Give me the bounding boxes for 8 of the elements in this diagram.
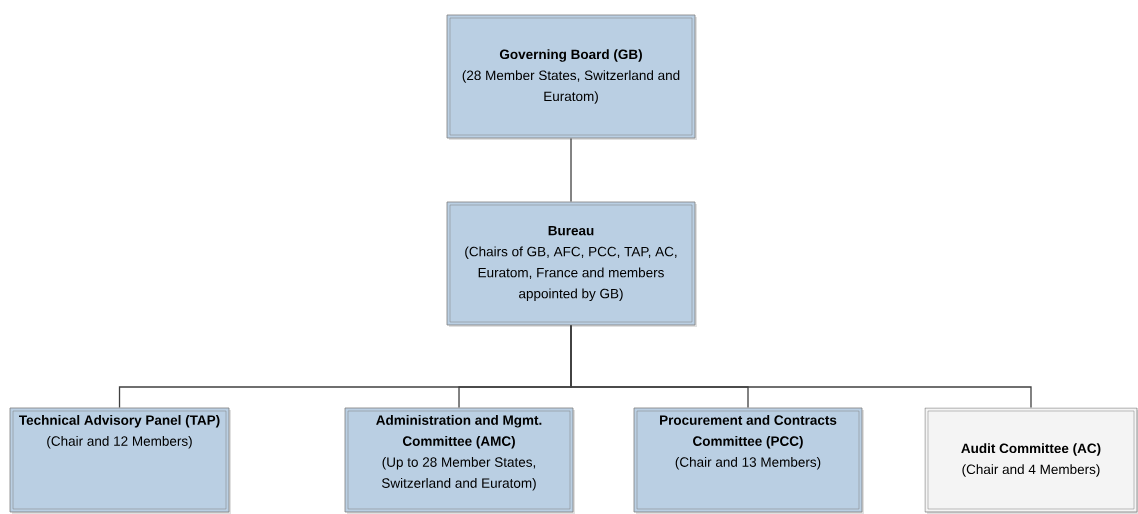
connector-line xyxy=(570,137,572,203)
org-box: Governing Board (GB) (28 Member States, Switzerland and Euratom) xyxy=(446,14,697,140)
org-box: Bureau (Chairs of GB, AFC, PCC, TAP, AC, Euratom, France and members appointed by GB) xyxy=(446,201,697,327)
org-box: Procurement and Contracts Committee (PCC) (Chair and 13 Members) xyxy=(633,407,864,514)
org-box: Technical Advisory Panel (TAP) (Chair and 12 Members) xyxy=(9,407,231,514)
org-box: Administration and Mgmt. Committee (AMC) (Up to 28 Member States, Switzerland and Euratom) xyxy=(344,407,575,514)
org-box: Audit Committee (AC) (Chair and 4 Members) xyxy=(924,407,1138,514)
connector-line xyxy=(570,324,1032,409)
